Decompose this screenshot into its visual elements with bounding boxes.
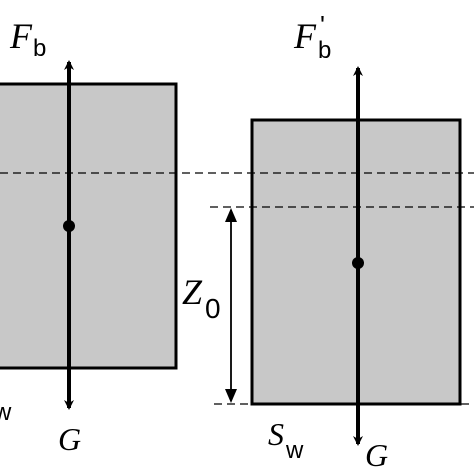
- dimension-label: Z: [182, 272, 203, 312]
- right-centroid-dot: [352, 257, 364, 269]
- left-body: [0, 82, 178, 370]
- right-surface-label: S: [268, 416, 284, 452]
- dimension-label-subscript: 0: [205, 293, 221, 324]
- right-force-up-subscript: b: [318, 37, 331, 64]
- left-centroid-dot: [63, 220, 75, 232]
- left-surface-label-subscript: w: [0, 399, 12, 426]
- dimension-arrowhead-top: [225, 208, 237, 222]
- left-force-up-label: F: [9, 16, 33, 56]
- right-force-up-label: F: [293, 16, 317, 56]
- dimension-arrowhead-bottom: [225, 389, 237, 403]
- left-force-down-label: G: [58, 421, 81, 457]
- right-surface-label-subscript: w: [285, 437, 304, 464]
- right-force-up-prime: ': [320, 10, 325, 40]
- left-force-up-subscript: b: [33, 35, 46, 62]
- right-force-down-label: G: [365, 437, 388, 473]
